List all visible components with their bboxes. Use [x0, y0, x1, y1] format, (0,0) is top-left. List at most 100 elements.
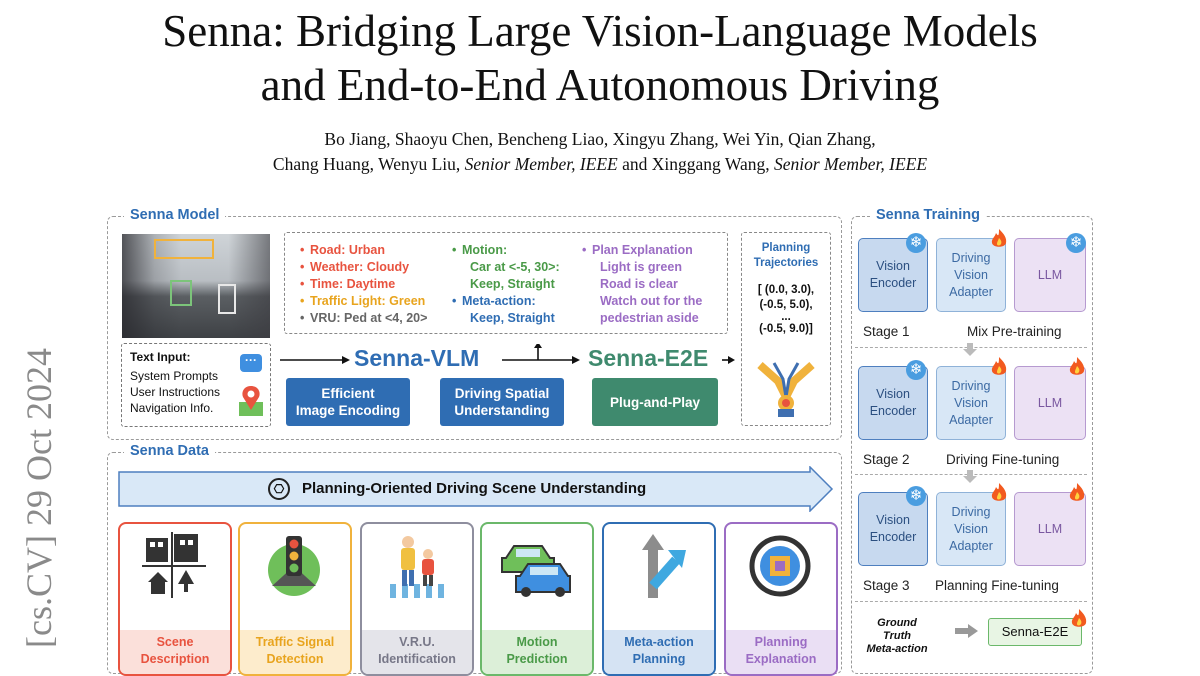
- plan-line: Watch out for the: [600, 294, 703, 308]
- traj-values: [ (0.0, 3.0), (-0.5, 5.0), ... (-0.5, 9.…: [757, 284, 815, 335]
- banner-arrow: [118, 466, 834, 512]
- text-input-line: System Prompts: [130, 369, 219, 383]
- text-input-lines: System Prompts User Instructions Navigat…: [130, 368, 220, 416]
- trainable-flame-icon: [991, 483, 1007, 501]
- stage2-name: Driving Fine-tuning: [946, 452, 1060, 467]
- motion-meta-list: •Motion: Car at <-5, 30>: Keep, Straight…: [452, 242, 560, 327]
- right-arrow-icon: [955, 624, 978, 638]
- pedestrians-icon: [390, 536, 444, 598]
- authors-2a: Chang Huang, Wenyu Liu,: [272, 154, 465, 174]
- down-arrow-icon: [963, 470, 977, 483]
- traffic-light-bbox: [154, 239, 214, 259]
- brain-chip-icon: [749, 535, 811, 597]
- text-input-line: Navigation Info.: [130, 401, 214, 415]
- plan-line: pedestrian aside: [600, 311, 699, 325]
- down-arrow-icon: [963, 343, 977, 356]
- plug-and-play-block: Plug-and-Play: [592, 378, 718, 426]
- motion-text-2: Keep, Straight: [470, 277, 555, 291]
- frozen-snowflake-icon: ❄: [906, 486, 926, 506]
- scene-attr-traffic-light: •Traffic Light: Green: [300, 294, 426, 308]
- author-list: Bo Jiang, Shaoyu Chen, Bencheng Liao, Xi…: [0, 127, 1200, 177]
- meta-title: •Meta-action:: [452, 294, 536, 308]
- planning-trajectories-box: Planning Trajectories [ (0.0, 3.0), (-0.…: [741, 232, 831, 426]
- banner-text: Planning-Oriented Driving Scene Understa…: [302, 480, 647, 497]
- senna-e2e-box: Senna-E2E: [988, 618, 1082, 646]
- card-label: V.R.U.Identification: [362, 630, 472, 674]
- trajectory-fork-icon: [757, 362, 815, 417]
- motion-title: •Motion:: [452, 243, 508, 257]
- senna-model-panel: [107, 216, 842, 440]
- stage1-num: Stage 1: [863, 324, 910, 339]
- affiliation-1: Senior Member, IEEE: [464, 154, 618, 174]
- authors-line-1: Bo Jiang, Shaoyu Chen, Bencheng Liao, Xi…: [324, 129, 876, 149]
- cars-icon: [501, 545, 571, 597]
- pedestrian-bbox: [218, 284, 236, 314]
- street-shading: [122, 234, 270, 338]
- traj-title: Planning Trajectories: [753, 242, 819, 269]
- stage-divider: [855, 601, 1087, 602]
- authors-2c: and Xinggang Wang,: [617, 154, 774, 174]
- frozen-snowflake-icon: ❄: [906, 360, 926, 380]
- city-buildings-icon: [142, 532, 206, 598]
- senna-data-label: Senna Data: [124, 443, 215, 459]
- senna-model-label: Senna Model: [124, 207, 226, 223]
- trainable-flame-icon: [991, 357, 1007, 375]
- senna-vlm-label: Senna-VLM: [354, 345, 480, 371]
- authors-line-2: Chang Huang, Wenyu Liu, Senior Member, I…: [0, 152, 1200, 177]
- trainable-flame-icon: [991, 229, 1007, 247]
- scene-attr-road: •Road: Urban: [300, 243, 385, 257]
- plan-explanation-list: •Plan Explanation Light is green Road is…: [582, 242, 702, 327]
- title-line-2: and End-to-End Autonomous Driving: [260, 60, 940, 110]
- frozen-snowflake-icon: ❄: [1066, 233, 1086, 253]
- card-vru-identification: V.R.U.Identification: [360, 522, 474, 676]
- text-input-title: Text Input:: [130, 350, 191, 364]
- pipeline-arrows: [280, 344, 735, 364]
- scene-attributes-list: •Road: Urban •Weather: Cloudy •Time: Day…: [300, 242, 427, 327]
- map-pin-icon: [239, 386, 263, 416]
- route-arrow-icon: [642, 534, 686, 598]
- vehicle-bbox: [170, 280, 192, 306]
- senna-training-label: Senna Training: [870, 207, 986, 223]
- trainable-flame-icon: [1069, 357, 1085, 375]
- motion-text-1: Car at <-5, 30>:: [470, 260, 560, 274]
- stage3-name: Planning Fine-tuning: [935, 578, 1059, 593]
- meta-text: Keep, Straight: [470, 311, 555, 325]
- traffic-light-icon: [268, 536, 320, 596]
- driving-camera-image: [122, 234, 270, 338]
- trainable-flame-icon: [1069, 483, 1085, 501]
- chat-bubble-icon: ···: [240, 354, 262, 372]
- plan-title: •Plan Explanation: [582, 243, 693, 257]
- senna-e2e-label: Senna-E2E: [588, 345, 709, 371]
- paper-title: Senna: Bridging Large Vision-Language Mo…: [0, 4, 1200, 112]
- frozen-snowflake-icon: ❄: [906, 233, 926, 253]
- plan-line: Light is green: [600, 260, 682, 274]
- scene-attr-time: •Time: Daytime: [300, 277, 396, 291]
- stage1-name: Mix Pre-training: [967, 324, 1062, 339]
- plan-line: Road is clear: [600, 277, 678, 291]
- stage3-llm: LLM: [1014, 492, 1086, 566]
- openai-logo-icon: ⎔: [268, 478, 290, 500]
- scene-attr-weather: •Weather: Cloudy: [300, 260, 410, 274]
- stage2-num: Stage 2: [863, 452, 910, 467]
- affiliation-2: Senior Member, IEEE: [773, 154, 928, 174]
- text-input-line: User Instructions: [130, 385, 221, 399]
- stage3-num: Stage 3: [863, 578, 910, 593]
- title-line-1: Senna: Bridging Large Vision-Language Mo…: [162, 6, 1038, 56]
- output-attributes-box: [284, 232, 728, 334]
- arxiv-stamp: [cs.CV] 29 Oct 2024: [19, 348, 59, 648]
- text-input-box: Text Input: System Prompts User Instruct…: [121, 343, 271, 427]
